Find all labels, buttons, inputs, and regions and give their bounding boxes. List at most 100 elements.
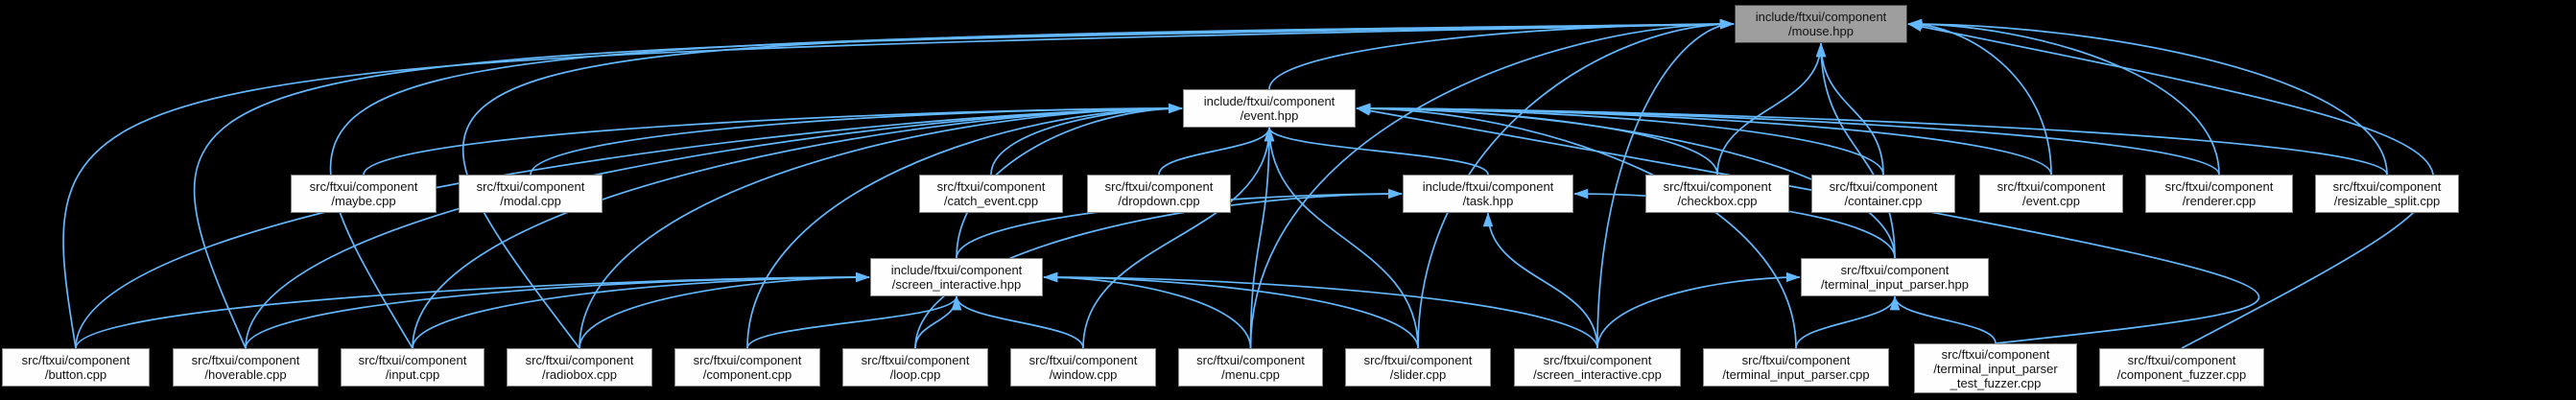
include-edge-component_fuzzer_cpp-to-mouse_hpp: [1907, 21, 2435, 349]
node-label-line: src/ftxui/component: [476, 179, 585, 194]
graph-node-component-cpp[interactable]: src/ftxui/component/component.cpp: [674, 348, 820, 387]
graph-node-slider-cpp[interactable]: src/ftxui/component/slider.cpp: [1345, 348, 1491, 387]
node-label-line: /modal.cpp: [500, 194, 561, 208]
node-label-line: src/ftxui/component: [1104, 179, 1214, 194]
graph-node-button-cpp[interactable]: src/ftxui/component/button.cpp: [2, 348, 150, 387]
include-edge-resizable_split_cpp-to-event_hpp: [1356, 103, 2388, 176]
graph-node-menu-cpp[interactable]: src/ftxui/component/menu.cpp: [1178, 348, 1323, 387]
graph-node-loop-cpp[interactable]: src/ftxui/component/loop.cpp: [842, 348, 988, 387]
node-label-line: src/ftxui/component: [1028, 353, 1138, 367]
node-label-line: /window.cpp: [1049, 367, 1118, 382]
node-label-line: include/ftxui/component: [1755, 10, 1887, 24]
node-label-line: src/ftxui/component: [358, 353, 467, 367]
include-edge-terminal_input_parser_hpp-to-mouse_hpp: [1815, 42, 1896, 259]
node-label-line: /dropdown.cpp: [1118, 194, 1200, 208]
include-edge-hoverable_cpp-to-screen_interactive_hpp: [245, 271, 870, 349]
include-edge-modal_cpp-to-event_hpp: [530, 103, 1183, 176]
graph-node-component-fuzzer-cpp[interactable]: src/ftxui/component/component_fuzzer.cpp: [2099, 348, 2264, 387]
include-edge-menu_cpp-to-event_hpp: [1249, 127, 1275, 349]
include-edge-slider_cpp-to-event_hpp: [1264, 127, 1419, 349]
node-label-line: /radiobox.cpp: [541, 367, 618, 382]
node-label-line: src/ftxui/component: [1363, 353, 1473, 367]
graph-node-screen-interactive-hpp[interactable]: include/ftxui/component/screen_interacti…: [870, 258, 1043, 296]
graph-node-event-hpp[interactable]: include/ftxui/component/event.hpp: [1183, 89, 1356, 128]
graph-node-dropdown-cpp[interactable]: src/ftxui/component/dropdown.cpp: [1087, 175, 1231, 213]
include-edge-component_cpp-to-event_hpp: [746, 103, 1183, 349]
graph-node-hoverable-cpp[interactable]: src/ftxui/component/hoverable.cpp: [173, 348, 319, 387]
include-edge-button_cpp-to-mouse_hpp: [62, 19, 1735, 349]
graph-node-maybe-cpp[interactable]: src/ftxui/component/maybe.cpp: [291, 175, 437, 213]
node-label-line: src/ftxui/component: [693, 353, 802, 367]
graph-node-terminal-input-parser-test-fuzzer-cpp[interactable]: src/ftxui/component/terminal_input_parse…: [1914, 343, 2077, 393]
node-label-line: /event.hpp: [1240, 108, 1299, 123]
node-label-line: /container.cpp: [1844, 194, 1923, 208]
node-label-line: /catch_event.cpp: [943, 194, 1039, 208]
node-label-line: src/ftxui/component: [1941, 346, 2050, 362]
node-label-line: src/ftxui/component: [2127, 353, 2236, 367]
node-label-line: /terminal_input_parser: [1933, 361, 2058, 376]
node-label-line: src/ftxui/component: [1543, 353, 1652, 367]
node-label-line: include/ftxui/component: [1422, 179, 1554, 194]
include-edge-menu_cpp-to-mouse_hpp: [1249, 18, 1735, 349]
graph-node-screen-interactive-cpp[interactable]: src/ftxui/component/screen_interactive.c…: [1514, 348, 1681, 387]
graph-node-event-cpp[interactable]: src/ftxui/component/event.cpp: [1979, 175, 2123, 213]
node-label-line: include/ftxui/component: [1203, 94, 1335, 108]
node-label-line: /menu.cpp: [1221, 367, 1280, 382]
graph-node-input-cpp[interactable]: src/ftxui/component/input.cpp: [341, 348, 484, 387]
node-label-line: src/ftxui/component: [861, 353, 970, 367]
node-label-line: src/ftxui/component: [1663, 179, 1772, 194]
node-label-line: src/ftxui/component: [1997, 179, 2106, 194]
node-label-line: src/ftxui/component: [1196, 353, 1305, 367]
graph-node-terminal-input-parser-hpp[interactable]: src/ftxui/component/terminal_input_parse…: [1801, 258, 1989, 296]
include-edge-screen_interactive_hpp-to-event_hpp: [956, 103, 1183, 259]
graph-node-resizable-split-cpp[interactable]: src/ftxui/component/resizable_split.cpp: [2315, 175, 2459, 213]
include-edge-input_cpp-to-screen_interactive_hpp: [412, 271, 870, 349]
graph-node-terminal-input-parser-cpp[interactable]: src/ftxui/component/terminal_input_parse…: [1703, 348, 1889, 387]
include-edge-screen_interactive_cpp-to-task_hpp: [1482, 212, 1598, 349]
node-label-line: /resizable_split.cpp: [2333, 194, 2441, 208]
node-label-line: src/ftxui/component: [2164, 179, 2274, 194]
include-edge-terminal_input_parser_test_fuzzer_cpp-to-terminal_input_parser_hpp: [1889, 295, 1997, 344]
node-label-line: src/ftxui/component: [21, 353, 130, 367]
node-label-line: /checkbox.cpp: [1677, 194, 1758, 208]
node-label-line: include/ftxui/component: [890, 263, 1023, 277]
node-label-line: /event.cpp: [2022, 194, 2080, 208]
node-label-line: /component_fuzzer.cpp: [2116, 367, 2247, 382]
node-label-line: src/ftxui/component: [936, 179, 1046, 194]
include-edge-renderer_cpp-to-mouse_hpp: [1907, 18, 2220, 176]
include-edge-radiobox_cpp-to-screen_interactive_hpp: [579, 271, 870, 349]
graph-node-radiobox-cpp[interactable]: src/ftxui/component/radiobox.cpp: [507, 348, 652, 387]
include-edge-loop_cpp-to-task_hpp: [914, 188, 1403, 349]
graph-node-task-hpp[interactable]: include/ftxui/component/task.hpp: [1403, 175, 1573, 213]
include-edge-resizable_split_cpp-to-mouse_hpp: [1907, 18, 2388, 176]
node-label-line: /mouse.hpp: [1788, 24, 1854, 38]
graph-node-window-cpp[interactable]: src/ftxui/component/window.cpp: [1010, 348, 1156, 387]
graph-node-container-cpp[interactable]: src/ftxui/component/container.cpp: [1811, 175, 1955, 213]
graph-node-mouse-hpp: include/ftxui/component/mouse.hpp: [1735, 5, 1907, 43]
graph-node-renderer-cpp[interactable]: src/ftxui/component/renderer.cpp: [2145, 175, 2293, 213]
node-label-line: src/ftxui/component: [1741, 353, 1851, 367]
node-label-line: /terminal_input_parser.cpp: [1722, 367, 1870, 382]
include-edge-window_cpp-to-event_hpp: [1082, 127, 1275, 349]
node-label-line: _test_fuzzer.cpp: [1950, 375, 2042, 390]
graph-node-checkbox-cpp[interactable]: src/ftxui/component/checkbox.cpp: [1645, 175, 1789, 213]
include-edge-screen_interactive_cpp-to-mouse_hpp: [1596, 18, 1735, 349]
include-edge-task_hpp-to-event_hpp: [1264, 127, 1489, 176]
graph-node-modal-cpp[interactable]: src/ftxui/component/modal.cpp: [459, 175, 603, 213]
node-label-line: src/ftxui/component: [309, 179, 418, 194]
include-edge-screen_interactive_cpp-to-terminal_input_parser_hpp: [1596, 271, 1801, 349]
node-label-line: src/ftxui/component: [1829, 179, 1938, 194]
node-label-line: /slider.cpp: [1389, 367, 1447, 382]
node-label-line: /input.cpp: [385, 367, 440, 382]
node-label-line: /button.cpp: [44, 367, 107, 382]
node-label-line: /component.cpp: [702, 367, 792, 382]
node-label-line: /terminal_input_parser.hpp: [1821, 277, 1969, 292]
node-label-line: /screen_interactive.cpp: [1533, 367, 1662, 382]
include-edge-screen_interactive_cpp-to-screen_interactive_hpp: [1043, 271, 1598, 349]
include-edge-terminal_input_parser_cpp-to-event_hpp: [1356, 103, 1797, 349]
graph-node-catch-event-cpp[interactable]: src/ftxui/component/catch_event.cpp: [919, 175, 1063, 213]
include-edge-slider_cpp-to-mouse_hpp: [1417, 18, 1735, 349]
include-edge-hoverable_cpp-to-mouse_hpp: [193, 18, 1735, 349]
